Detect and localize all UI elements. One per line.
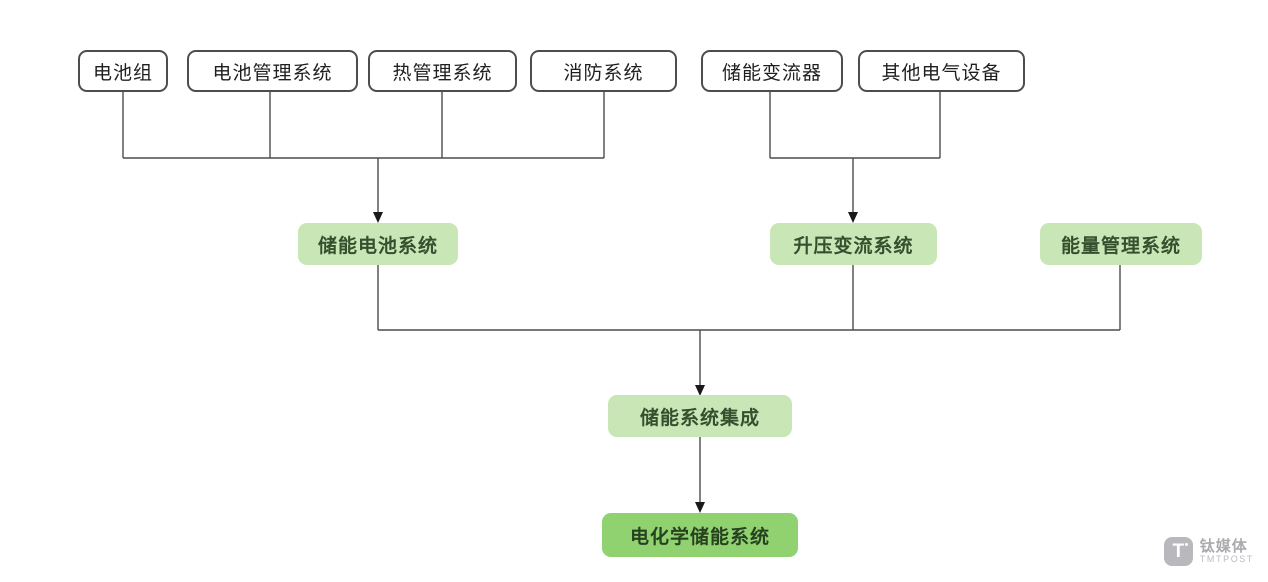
node-battery-pack: 电池组: [78, 50, 168, 92]
node-ess-battery-system: 储能电池系统: [298, 223, 458, 265]
tmtpost-logo-icon: T: [1163, 537, 1193, 566]
node-battery-management-system: 电池管理系统: [187, 50, 358, 92]
node-electrochemical-ess: 电化学储能系统: [602, 513, 798, 557]
tmtpost-brand-cn: 钛媒体: [1199, 537, 1248, 555]
tmtpost-watermark-text: 钛媒体 TMTPOST: [1200, 539, 1254, 564]
arrowhead-to-boost-converter-system: [848, 212, 858, 223]
node-storage-converter: 储能变流器: [701, 50, 843, 92]
arrowhead-to-ess-battery-system: [373, 212, 383, 223]
tmtpost-watermark: T 钛媒体 TMTPOST: [1163, 537, 1254, 566]
node-ess-integration: 储能系统集成: [608, 395, 792, 437]
tmtpost-brand-en: TMTPOST: [1199, 553, 1254, 564]
arrowhead-to-electrochemical-ess: [695, 502, 705, 513]
node-fire-protection-system: 消防系统: [530, 50, 677, 92]
node-thermal-management-system: 热管理系统: [368, 50, 517, 92]
arrowhead-to-ess-integration: [695, 385, 705, 396]
node-energy-management-system: 能量管理系统: [1040, 223, 1202, 265]
node-other-electrical-equipment: 其他电气设备: [858, 50, 1025, 92]
node-boost-converter-system: 升压变流系统: [770, 223, 937, 265]
